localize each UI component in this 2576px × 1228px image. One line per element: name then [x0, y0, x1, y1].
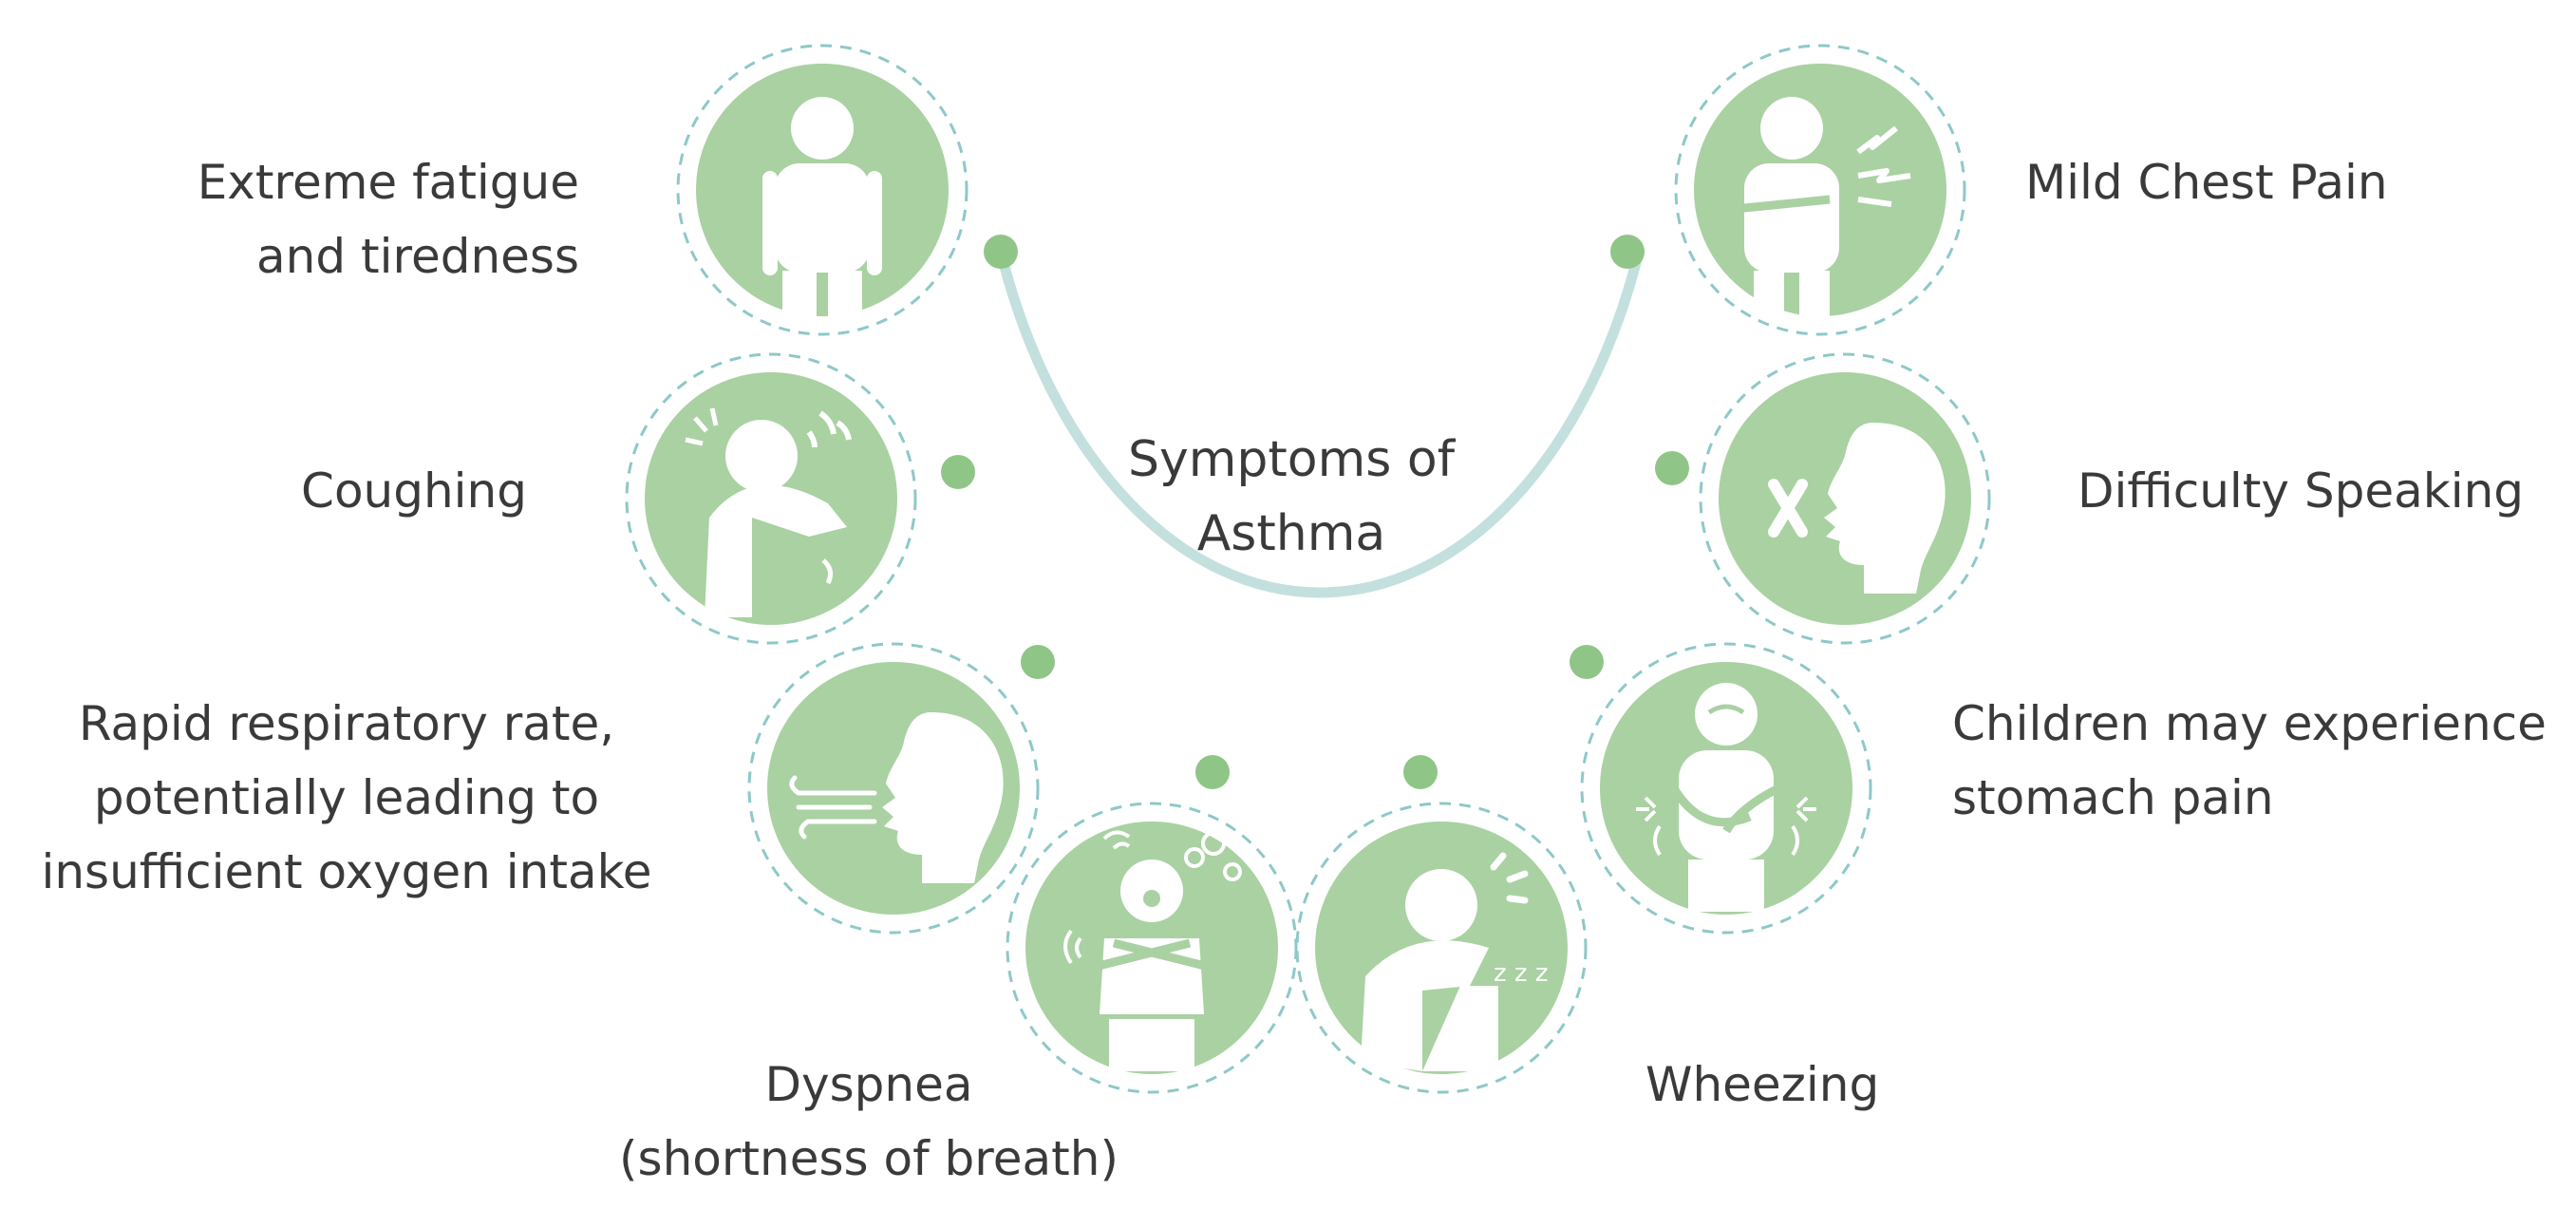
connector-arc: [995, 246, 1645, 598]
symptom-circle-stomach-pain: [1580, 642, 1872, 935]
label-rapid-breathing: Rapid respiratory rate, potentially lead…: [38, 687, 655, 909]
symptom-circle-dyspnea: [1006, 802, 1298, 1094]
label-stomach-pain: Children may experience stomach pain: [1952, 687, 2547, 835]
rapid-breathing-head-icon: [789, 712, 1004, 883]
label-difficulty-speaking: Difficulty Speaking: [2078, 454, 2552, 528]
fatigued-person-icon: [762, 97, 882, 316]
arc-node: [1021, 645, 1055, 679]
arc-node: [1610, 235, 1645, 269]
label-line: Dyspnea: [764, 1057, 973, 1112]
arc-nodes: [941, 235, 1689, 789]
speaking-difficulty-head-icon: [1768, 423, 1946, 594]
symptom-circle-chest-pain: [1674, 44, 1966, 336]
label-line: Wheezing: [1645, 1057, 1880, 1112]
symptom-circle-difficulty-speaking: [1699, 352, 1991, 645]
coughing-person-icon: [685, 407, 852, 617]
label-line: Extreme fatigue: [197, 155, 579, 210]
chest-pain-person-icon: [1734, 97, 1911, 316]
label-line: (shortness of breath): [619, 1131, 1119, 1186]
arc-node: [1403, 755, 1438, 789]
label-line: stomach pain: [1952, 770, 2274, 825]
arc-node: [1195, 755, 1230, 789]
label-line: Mild Chest Pain: [2025, 155, 2388, 210]
arc-node: [1655, 451, 1689, 485]
diagram-title: Symptoms of Asthma: [1111, 423, 1472, 571]
label-chest-pain: Mild Chest Pain: [2025, 145, 2462, 219]
label-coughing: Coughing: [237, 454, 527, 528]
label-fatigue: Extreme fatigue and tiredness: [171, 145, 579, 293]
symptom-circle-fatigue: [676, 44, 968, 336]
label-dyspnea: Dyspnea (shortness of breath): [608, 1048, 1130, 1196]
label-line: Coughing: [301, 463, 527, 519]
arc-node: [941, 455, 975, 489]
svg-text:z z z: z z z: [1494, 959, 1548, 988]
label-line: Children may experience: [1952, 696, 2547, 751]
label-line: potentially leading to: [93, 770, 600, 825]
title-line-1: Symptoms of: [1127, 431, 1456, 488]
label-wheezing: Wheezing: [1645, 1048, 1930, 1122]
symptom-circle-wheezing: z z z: [1295, 802, 1588, 1094]
label-line: Rapid respiratory rate,: [78, 696, 615, 751]
label-line: Difficulty Speaking: [2078, 463, 2525, 519]
symptom-circle-rapid-breathing: [747, 642, 1040, 935]
arc-node: [984, 235, 1018, 269]
arc-node: [1570, 645, 1604, 679]
dyspnea-person-icon: [1063, 830, 1242, 1071]
title-line-2: Asthma: [1196, 505, 1386, 562]
stomach-pain-person-icon: [1636, 683, 1816, 912]
symptom-circle-coughing: [625, 352, 917, 645]
wheezing-person-icon: z z z: [1361, 852, 1548, 1071]
label-line: insufficient oxygen intake: [41, 844, 652, 899]
label-line: and tiredness: [256, 229, 579, 284]
